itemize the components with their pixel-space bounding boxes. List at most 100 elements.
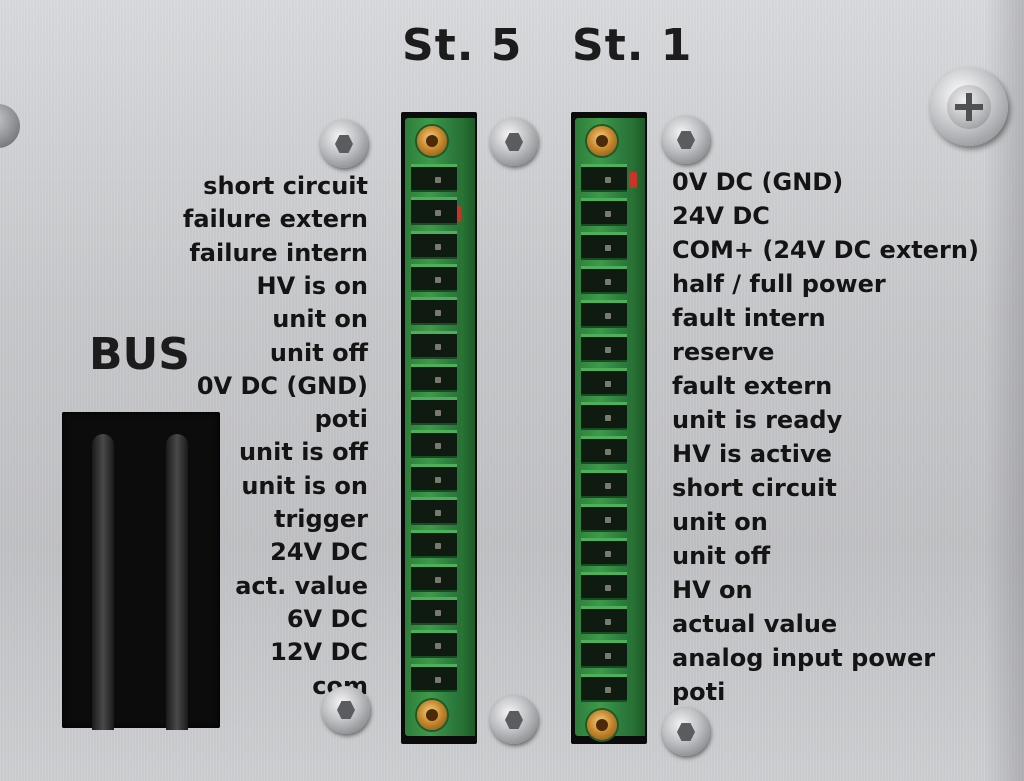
red-indicator-tab bbox=[453, 206, 461, 222]
terminal-pin bbox=[435, 543, 441, 550]
st5-pin-label: act. value bbox=[235, 571, 368, 600]
bus-connector-slot[interactable] bbox=[62, 412, 220, 730]
terminal-pin bbox=[605, 449, 611, 455]
phillips-screw-icon bbox=[930, 68, 1008, 146]
st5-terminal-slot[interactable] bbox=[411, 330, 457, 359]
brass-screw-icon bbox=[417, 126, 447, 156]
st5-pin-label: 12V DC bbox=[270, 638, 368, 667]
st1-terminal-slot[interactable] bbox=[581, 198, 627, 226]
st1-terminal-slot[interactable] bbox=[581, 402, 627, 430]
st1-terminal-slot[interactable] bbox=[581, 300, 627, 328]
st1-terminal-slot[interactable] bbox=[581, 232, 627, 260]
hex-screw-icon bbox=[490, 696, 538, 744]
st5-terminal-slot[interactable] bbox=[411, 530, 457, 559]
st5-terminal-slot[interactable] bbox=[411, 164, 457, 192]
st5-terminal-slot[interactable] bbox=[411, 230, 457, 259]
st1-pin-label: 24V DC bbox=[672, 202, 770, 230]
st5-terminal-slot[interactable] bbox=[411, 563, 457, 592]
header-st1: St. 1 bbox=[572, 20, 693, 71]
st1-pin-label: actual value bbox=[672, 610, 838, 638]
terminal-pin bbox=[435, 476, 441, 483]
terminal-pin bbox=[605, 585, 611, 591]
terminal-pin bbox=[605, 313, 611, 319]
st1-pin-label: reserve bbox=[672, 338, 775, 366]
st5-pin-label: short circuit bbox=[203, 172, 368, 200]
terminal-pin bbox=[435, 643, 441, 650]
terminal-pin bbox=[435, 276, 441, 283]
st1-terminal-slot[interactable] bbox=[581, 334, 627, 362]
brass-screw-icon bbox=[587, 126, 617, 156]
st1-terminal-slot[interactable] bbox=[581, 674, 627, 702]
brass-screw-icon bbox=[587, 710, 617, 740]
bus-slot-bar bbox=[92, 434, 114, 730]
st5-terminal-slot[interactable] bbox=[411, 297, 457, 326]
terminal-pin bbox=[435, 177, 441, 183]
st1-pin-label: short circuit bbox=[672, 474, 837, 502]
st5-terminal-slot[interactable] bbox=[411, 363, 457, 392]
st5-pin-labels: short circuit failure extern failure inter… bbox=[0, 172, 368, 712]
st1-pin-label: analog input power bbox=[672, 644, 936, 672]
st1-pin-label: unit on bbox=[672, 508, 768, 536]
st5-terminal-slot[interactable] bbox=[411, 497, 457, 525]
terminal-pin bbox=[435, 376, 441, 383]
st1-pin-label: fault intern bbox=[672, 304, 826, 332]
st5-pin-label: poti bbox=[314, 405, 368, 434]
st5-terminal-slot[interactable] bbox=[411, 463, 457, 492]
st5-pin-label: trigger bbox=[273, 505, 368, 533]
st5-pin-label: failure extern bbox=[182, 205, 368, 234]
st1-pin-label: unit is ready bbox=[672, 406, 843, 434]
terminal-block-st1[interactable] bbox=[571, 112, 647, 744]
terminal-block-rib bbox=[631, 118, 645, 736]
st5-terminal-slot[interactable] bbox=[411, 630, 457, 659]
st5-terminal-slot[interactable] bbox=[411, 263, 457, 292]
st5-terminal-slot[interactable] bbox=[411, 596, 457, 625]
red-indicator-tab bbox=[629, 172, 637, 188]
st1-terminal-slot[interactable] bbox=[581, 266, 627, 294]
hex-screw-icon bbox=[662, 708, 710, 756]
hex-screw-icon bbox=[320, 120, 368, 168]
terminal-pin bbox=[605, 279, 611, 285]
st1-terminal-slot[interactable] bbox=[581, 164, 627, 192]
st5-terminal-slot[interactable] bbox=[411, 663, 457, 692]
terminal-block-st5[interactable] bbox=[401, 112, 477, 744]
st5-pin-label: failure intern bbox=[189, 238, 368, 267]
st5-terminal-slot[interactable] bbox=[411, 197, 457, 226]
st5-pin-label: 0V DC (GND) bbox=[196, 371, 368, 400]
st1-pin-label: poti bbox=[672, 678, 726, 706]
terminal-pin bbox=[605, 517, 611, 523]
st5-terminal-slot[interactable] bbox=[411, 430, 457, 459]
st5-pin-label: unit off bbox=[269, 338, 368, 367]
terminal-pin bbox=[435, 210, 441, 217]
terminal-pin bbox=[435, 609, 441, 616]
st1-terminal-slot[interactable] bbox=[581, 504, 627, 532]
st1-pin-label: unit off bbox=[672, 542, 771, 570]
st1-terminal-slot[interactable] bbox=[581, 368, 627, 396]
terminal-block-rib bbox=[461, 118, 475, 736]
st5-pin-label: 6V DC bbox=[286, 604, 368, 633]
st1-terminal-slot[interactable] bbox=[581, 640, 627, 668]
st1-terminal-slot[interactable] bbox=[581, 572, 627, 600]
brass-screw-icon bbox=[417, 700, 447, 730]
st1-pin-label: 0V DC (GND) bbox=[672, 168, 844, 196]
partial-screw-icon bbox=[0, 104, 20, 148]
terminal-pin bbox=[435, 243, 441, 250]
phillips-screw-head bbox=[947, 85, 991, 129]
terminal-pin bbox=[435, 510, 441, 516]
st5-terminal-slot[interactable] bbox=[411, 397, 457, 426]
terminal-pin bbox=[605, 619, 611, 625]
bus-label: BUS bbox=[89, 329, 190, 380]
terminal-pin bbox=[435, 410, 441, 417]
terminal-pin bbox=[605, 687, 611, 693]
st1-terminal-slot[interactable] bbox=[581, 538, 627, 566]
st1-terminal-slot[interactable] bbox=[581, 606, 627, 634]
terminal-pin bbox=[435, 576, 441, 583]
st1-terminal-slot[interactable] bbox=[581, 436, 627, 464]
st1-pin-label: HV on bbox=[672, 576, 753, 604]
terminal-pin bbox=[605, 211, 611, 217]
st1-pin-label: half / full power bbox=[672, 270, 886, 298]
terminal-pin bbox=[605, 381, 611, 387]
bus-slot-bar bbox=[166, 434, 188, 730]
st1-terminal-slot[interactable] bbox=[581, 470, 627, 498]
